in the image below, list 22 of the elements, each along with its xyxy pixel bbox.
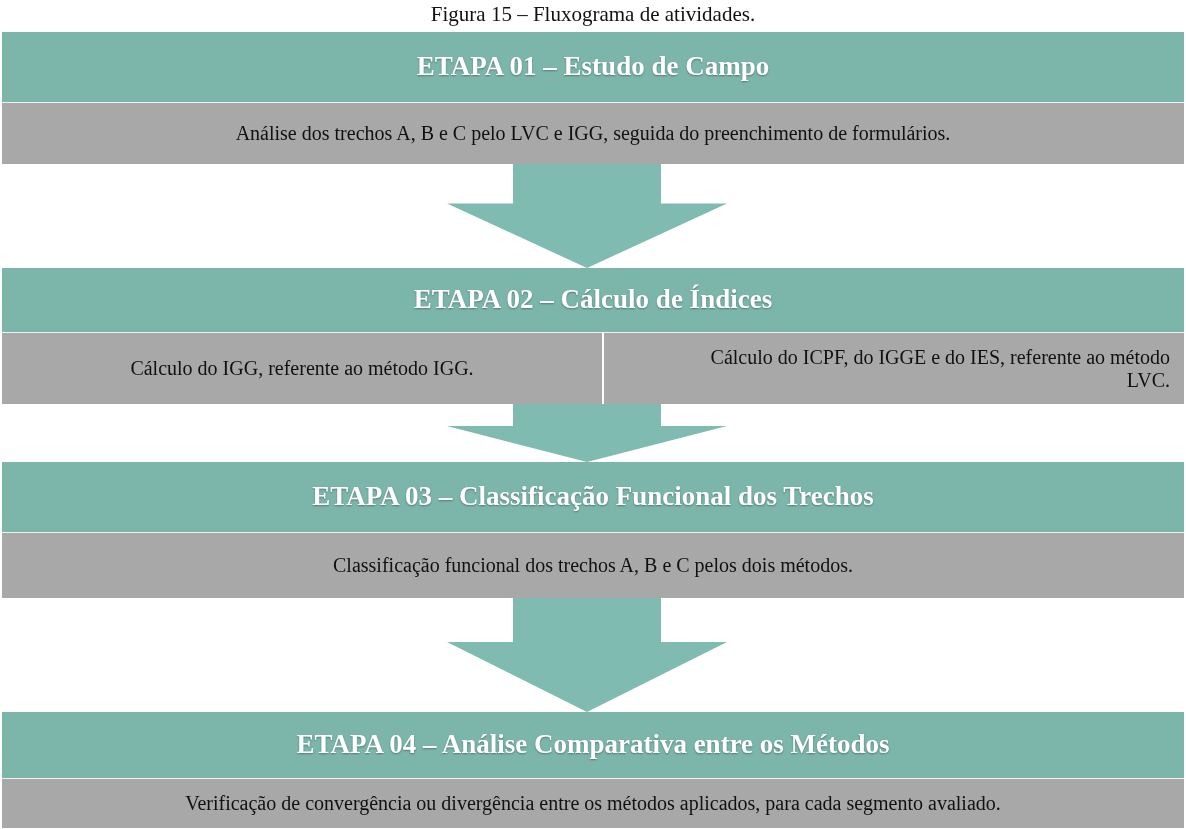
stage-header-band bbox=[2, 462, 1184, 532]
stage-description: Cálculo do ICPF, do IGGE e do IES, referente ao método LVC. bbox=[709, 345, 1170, 392]
stage-title: ETAPA 01 – Estudo de Campo bbox=[416, 51, 770, 83]
description-band bbox=[2, 332, 602, 404]
stage-description: Análise dos trechos A, B e C pelo LVC e IGG, seguida do preenchimento de formulários. bbox=[235, 122, 951, 145]
figure-title: Figura 15 – Fluxograma de atividades. bbox=[429, 2, 757, 27]
stage-title: ETAPA 02 – Cálculo de Índices bbox=[413, 284, 773, 316]
block-arrow bbox=[447, 404, 727, 462]
description-band bbox=[2, 778, 1184, 828]
description-band bbox=[2, 532, 1184, 598]
stage-header-band bbox=[2, 268, 1184, 332]
stage-header-band bbox=[2, 32, 1184, 102]
block-arrow bbox=[447, 598, 727, 712]
stage-description: Verificação de convergência ou divergência entre os métodos aplicados, para cada segmento avaliado. bbox=[185, 792, 1001, 815]
stage-title: ETAPA 04 – Análise Comparativa entre os Métodos bbox=[296, 729, 890, 761]
stage-title: ETAPA 03 – Classificação Funcional dos Trechos bbox=[312, 481, 874, 513]
block-arrow bbox=[447, 164, 727, 268]
stage-description: Classificação funcional dos trechos A, B e C pelos dois métodos. bbox=[333, 554, 853, 577]
stage-description: Cálculo do IGG, referente ao método IGG. bbox=[130, 357, 474, 380]
description-band bbox=[2, 102, 1184, 164]
description-band bbox=[604, 332, 1184, 404]
stage-header-band bbox=[2, 712, 1184, 778]
